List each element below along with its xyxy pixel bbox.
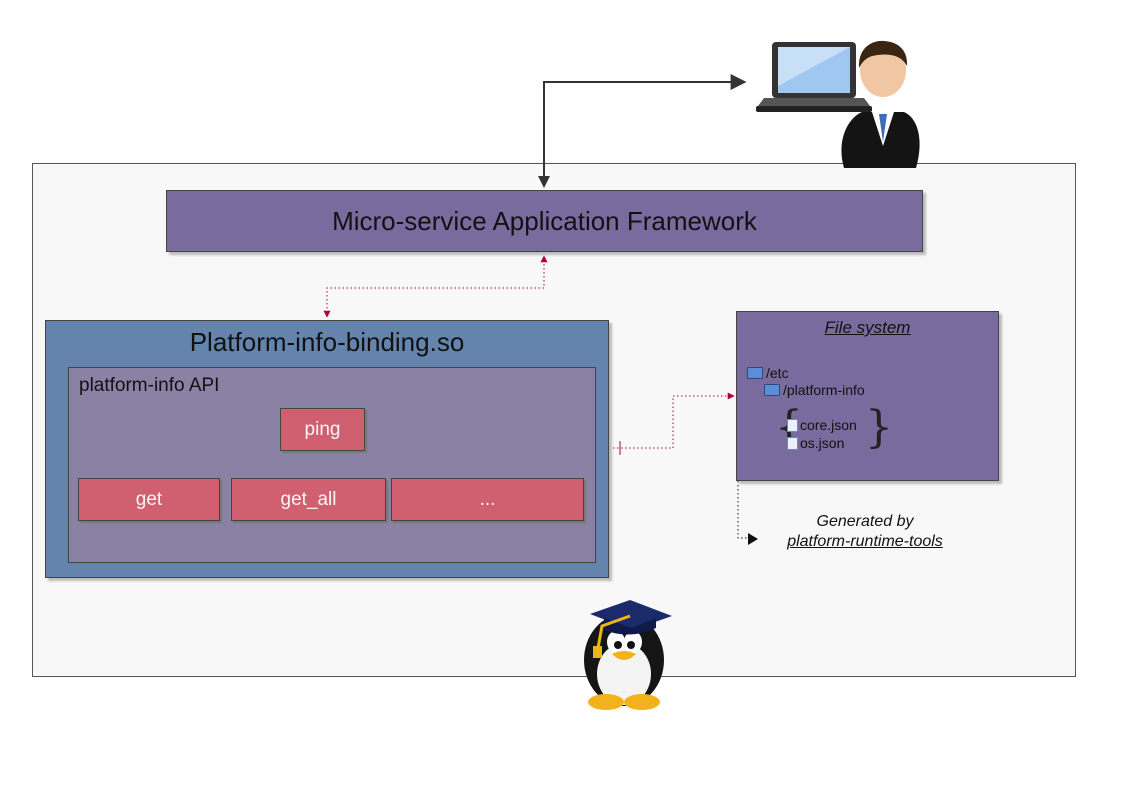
- binding-box: Platform-info-binding.so platform-info A…: [45, 320, 609, 578]
- generated-tool: platform-runtime-tools: [787, 533, 943, 550]
- function-more: ...: [391, 478, 584, 521]
- framework-label: Micro-service Application Framework: [332, 205, 757, 236]
- binding-filesystem-connector: [609, 392, 735, 449]
- fs-entry-etc-label: /etc: [766, 365, 789, 381]
- generated-line: Generated by: [816, 513, 914, 530]
- fs-entry-etc: /etc: [747, 365, 789, 381]
- filesystem-title: File system: [824, 318, 911, 337]
- filesystem-box: File system /etc /platform-info { } core…: [736, 311, 999, 481]
- function-ping: ping: [280, 408, 365, 451]
- generated-note: Generated by platform-runtime-tools: [770, 512, 960, 552]
- arrow-head-down: [538, 176, 550, 188]
- fs-entry-platform-info: /platform-info: [764, 382, 865, 398]
- framework-binding-connector: [323, 255, 548, 318]
- tux-graduate-icon: [584, 600, 672, 710]
- filesystem-generated-connector: [737, 433, 754, 539]
- binding-title: Platform-info-binding.so: [189, 327, 465, 357]
- right-brace: }: [865, 402, 893, 453]
- function-get: get: [78, 478, 220, 521]
- fs-entry-core-json: core.json: [787, 417, 857, 433]
- fs-entry-os-json-label: os.json: [800, 435, 845, 451]
- framework-box: Micro-service Application Framework: [166, 190, 923, 252]
- fs-entry-core-json-label: core.json: [800, 417, 857, 433]
- folder-icon: [747, 367, 763, 379]
- folder-icon: [764, 384, 780, 396]
- fs-entry-platform-info-label: /platform-info: [783, 382, 865, 398]
- arrow-head-right: [748, 533, 758, 545]
- function-get-all: get_all: [231, 478, 386, 521]
- user-with-laptop-icon: [756, 40, 920, 168]
- api-title: platform-info API: [79, 375, 220, 396]
- file-icon: [787, 418, 798, 432]
- file-icon: [787, 436, 798, 450]
- fs-entry-os-json: os.json: [787, 435, 844, 451]
- user-framework-connector: [543, 74, 747, 186]
- api-box: platform-info API ping get get_all ...: [68, 367, 596, 563]
